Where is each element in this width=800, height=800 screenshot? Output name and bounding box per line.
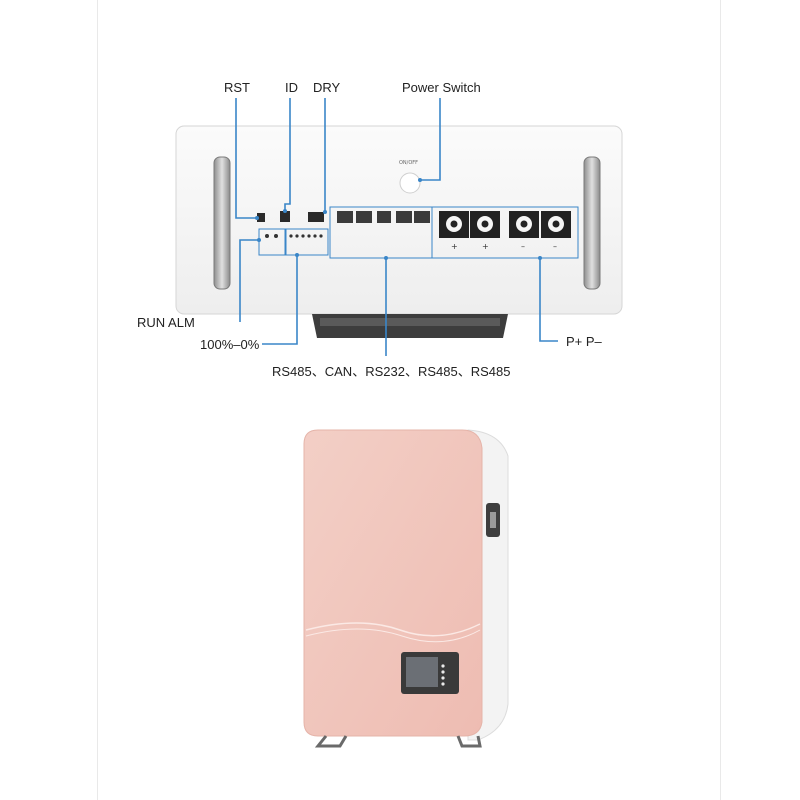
right-mount-bracket: [456, 735, 482, 748]
terminal-sign-4: –: [553, 242, 557, 251]
terminal-sign-2: +: [482, 242, 489, 251]
power-switch-label: Power Switch: [402, 80, 481, 95]
id-dip-switch: [280, 211, 290, 222]
left-handle: [213, 156, 231, 290]
dry-label: DRY: [313, 80, 341, 95]
terminal-sign-3: –: [521, 242, 525, 251]
power-switch-leader: [420, 98, 441, 181]
rs485-port-2: [396, 211, 412, 223]
left-guide-line: [97, 0, 98, 800]
wall-mount-battery: [303, 429, 509, 748]
terminal-p-plus-2: [470, 211, 500, 238]
right-handle: [583, 156, 601, 290]
soc-led-box: [285, 228, 329, 256]
lcd-display-screen: [406, 657, 438, 687]
terminal-p-minus-2: [541, 211, 571, 238]
rs485-port-3: [414, 211, 430, 223]
terminal-p-minus-1: [509, 211, 539, 238]
power-switch-button: [399, 172, 421, 194]
on-off-marking: ON/OFF: [399, 160, 419, 166]
power-terminals-box: [431, 206, 579, 259]
terminal-p-plus-1: [439, 211, 469, 238]
rst-leader: [235, 98, 257, 219]
decorative-wave-line: [305, 622, 481, 637]
callout-lines: [235, 98, 558, 356]
rst-button: [257, 213, 265, 222]
rst-label: RST: [224, 80, 250, 95]
soc-leader: [262, 255, 298, 345]
dry-contact-port: [308, 212, 324, 222]
terminal-sign-1: +: [451, 242, 458, 251]
right-guide-line: [720, 0, 721, 800]
terminals-leader: [539, 258, 558, 342]
soc-range-label: 100%–0%: [200, 337, 260, 352]
comm-ports-label: RS485、CAN、RS232、RS485、RS485: [272, 364, 511, 379]
can-port: [356, 211, 372, 223]
id-label: ID: [285, 80, 298, 95]
id-leader: [284, 98, 291, 211]
terminals-label: P+ P–: [566, 334, 602, 349]
rs485-port-1: [337, 211, 353, 223]
run-alm-leader: [239, 239, 259, 322]
rs232-port: [377, 211, 391, 223]
left-mount-bracket: [314, 735, 348, 748]
run-alm-label: RUN ALM: [137, 315, 195, 330]
